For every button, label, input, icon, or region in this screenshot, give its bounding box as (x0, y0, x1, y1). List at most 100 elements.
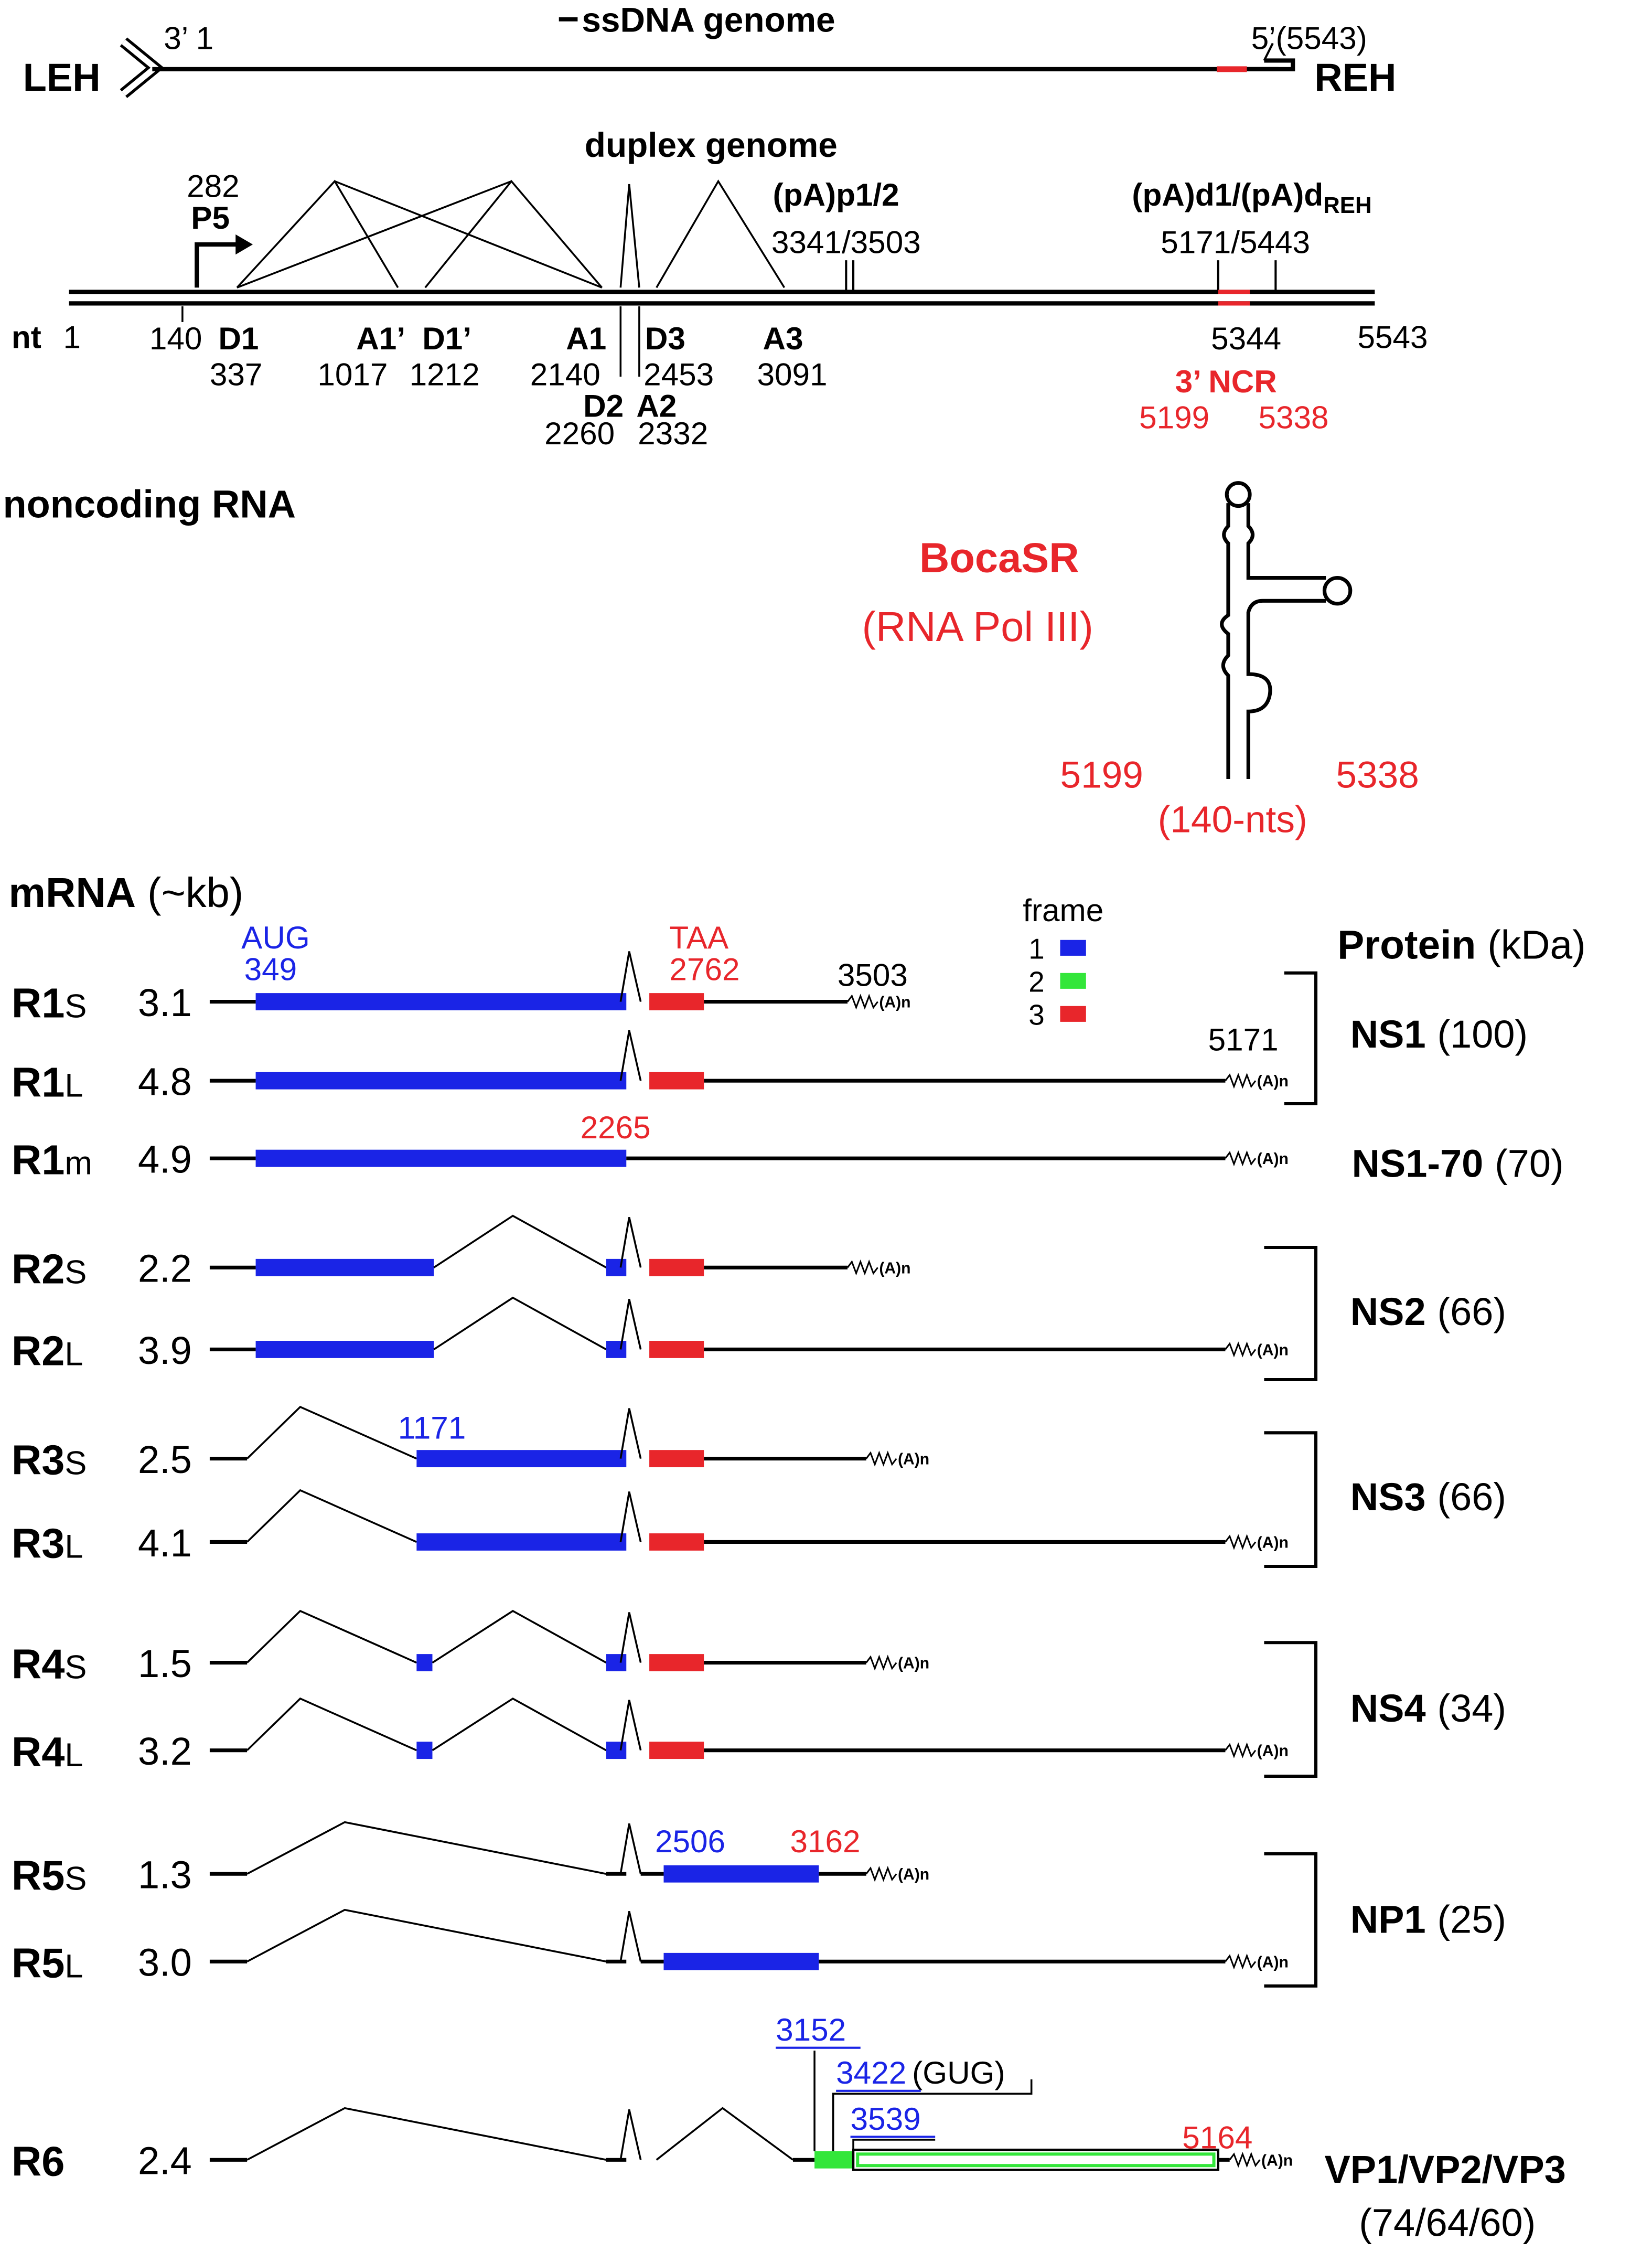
transcript-name: R1L (12, 1059, 83, 1105)
transcript-name-sub: m (65, 1145, 92, 1181)
polya-wave (846, 994, 878, 1010)
transcript-size: 1.3 (138, 1853, 192, 1897)
site-d2-name: D2 (583, 388, 624, 424)
nt-start: 1 (63, 319, 81, 355)
taa-position: 2762 (669, 951, 739, 987)
protein-heading: Protein(kDa) (1337, 923, 1586, 967)
orf-frame-1-exon-2 (606, 1654, 627, 1671)
orf-frame-1-exon-1 (255, 1341, 434, 1358)
intron-d2-a2 (619, 1612, 642, 1663)
noncoding-rna-section: noncoding RNA BocaSR (RNA Pol III) 5199 … (3, 481, 1419, 840)
top-loop (1225, 481, 1252, 508)
orf-frame-1 (416, 1533, 627, 1551)
ssdna-right-tick (1263, 42, 1274, 61)
transcript-name: R1m (12, 1136, 92, 1183)
left-hairpin-shape (120, 37, 165, 98)
site-d1p-pos: 1212 (410, 356, 480, 392)
protein-ns3-kda: (66) (1438, 1475, 1507, 1519)
intron-d3-a3 (656, 2107, 794, 2161)
polya-label: (A)n (898, 1866, 929, 1883)
ncr-end-pos: 5338 (1258, 400, 1328, 435)
orf-frame-2-vp1 (814, 2151, 854, 2169)
frame-1-label: 1 (1028, 932, 1044, 965)
transcript-size: 3.9 (138, 1329, 192, 1372)
intron-d1p-a1 (433, 1214, 607, 1268)
polya-label: (A)n (1261, 2152, 1293, 2169)
transcript-row-12: R6 2.4 (A)n (12, 2107, 1293, 2184)
polya-tail: (A)n (865, 1655, 929, 1672)
protein-ns1-kda: (100) (1438, 1012, 1528, 1056)
protein-heading-label: Protein (1337, 923, 1476, 967)
polya-wave (1225, 1534, 1257, 1550)
transcript-name: R5L (12, 1939, 83, 1986)
transcript-name-main: R2 (12, 1245, 65, 1292)
orf-frame-3 (649, 1742, 704, 1759)
site-d2-pos: 2260 (544, 415, 615, 451)
polya-wave (1225, 1072, 1257, 1089)
protein-ns1-70: NS1-70(70) (1352, 1142, 1564, 1186)
ssdna-right-end: REH (1314, 56, 1396, 99)
pa-distal-main: (pA)d1/(pA)d (1132, 177, 1323, 212)
pa-proximal-positions: 3341/3503 (771, 224, 921, 260)
polya-tail: (A)n (846, 994, 911, 1011)
transcript-size: 2.4 (138, 2139, 192, 2183)
transcript-name: R1S (12, 980, 87, 1027)
transcript-name-sub: L (65, 1737, 83, 1774)
ns1-70-stop-position: 2265 (581, 1109, 651, 1145)
intron-d2-a2 (619, 1217, 642, 1268)
noncoding-heading: noncoding RNA (3, 482, 296, 526)
transcript-name-sub: S (65, 1649, 87, 1686)
transcript-name: R6 (12, 2138, 65, 2184)
transcript-size: 2.2 (138, 1247, 192, 1290)
polya-wave (1229, 2152, 1261, 2168)
polya-label: (A)n (879, 1260, 910, 1277)
bracket-ns2 (1264, 1245, 1318, 1381)
transcript-name-main: R3 (12, 1520, 65, 1567)
orf-frame-3 (649, 1450, 704, 1468)
polya-wave (865, 1655, 897, 1671)
polya-wave (865, 1450, 897, 1467)
pa-distal-label: (pA)d1/(pA)dREH (1132, 177, 1371, 218)
intron-d2-a2 (619, 2109, 642, 2160)
orf-frame-1 (255, 1072, 627, 1090)
r5-stop-position: 3162 (790, 1823, 861, 1859)
site-a3-pos: 3091 (757, 356, 828, 392)
promoter-arrow (195, 242, 242, 288)
intron-d2-a2 (619, 1700, 642, 1751)
transcript-name-main: R2 (12, 1328, 65, 1374)
protein-ns4-name: NS4 (1350, 1687, 1426, 1730)
stem-left (1220, 503, 1230, 779)
orf-frame-1-exon-1 (255, 1258, 434, 1276)
bocasr-length: (140-nts) (1158, 799, 1307, 840)
transcript-size: 1.5 (138, 1642, 192, 1685)
site-a1p-pos: 1017 (317, 356, 388, 392)
orf-frame-1 (255, 1149, 627, 1167)
splice-line-d1p-a1 (424, 179, 603, 289)
transcript-name: R4L (12, 1728, 83, 1775)
intron-d2-a2 (619, 1911, 642, 1962)
protein-ns1-name: NS1 (1350, 1012, 1426, 1056)
orf-frame-3 (649, 993, 704, 1010)
bocasr-stem-loop (1220, 481, 1353, 779)
intron-d2-a2 (619, 1823, 642, 1874)
transcript-name-sub: S (65, 1860, 87, 1897)
protein-ns1-70-name: NS1-70 (1352, 1142, 1484, 1186)
intron-d1-a1p (246, 1489, 417, 1543)
aug-position: 349 (244, 951, 297, 987)
r5-start-position: 2506 (655, 1823, 725, 1859)
r6-connector-3422 (832, 2079, 1033, 2151)
side-loop (1322, 575, 1353, 606)
site-d3-pos: 2453 (643, 356, 714, 392)
polya-wave (1225, 1150, 1257, 1167)
protein-vp-kda: (74/64/60) (1359, 2201, 1536, 2244)
protein-np1: NP1(25) (1350, 1898, 1506, 1941)
polya-label: (A)n (898, 1451, 929, 1468)
protein-np1-kda: (25) (1438, 1898, 1507, 1941)
ssdna-left-label: 3’ 1 (164, 20, 213, 56)
orf-frame-3 (649, 1654, 704, 1671)
intron-d2-a2 (619, 1030, 642, 1081)
intron-d1-a1p (246, 1405, 417, 1460)
